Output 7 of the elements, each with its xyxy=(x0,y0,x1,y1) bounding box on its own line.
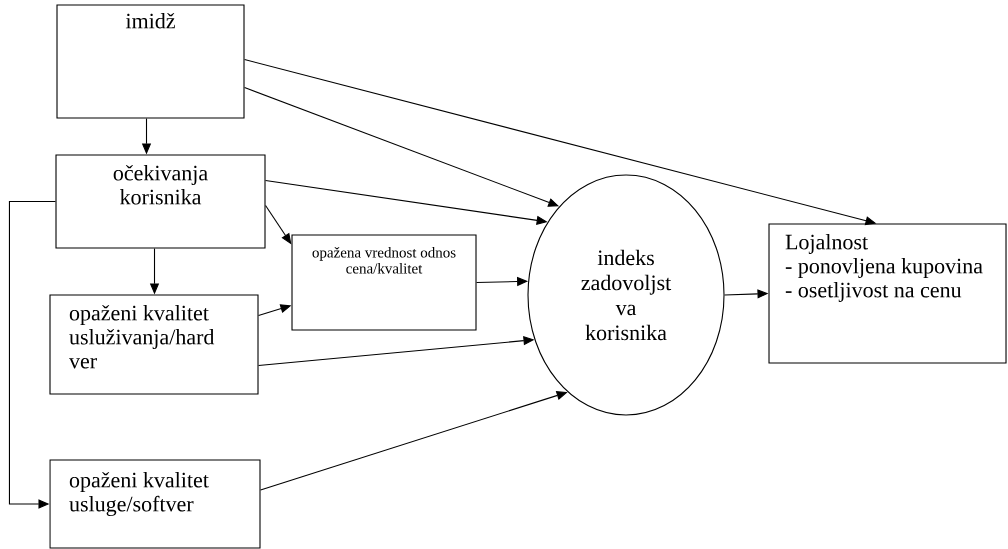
process-box: očekivanja korisnika xyxy=(55,154,266,249)
process-box: opaženi kvalitet usluživanja/hard ver xyxy=(49,294,259,395)
process-box: imidž xyxy=(56,4,245,119)
process-box: opaženi kvalitet usluge/softver xyxy=(49,459,261,549)
process-box: opažena vrednost odnos cena/kvalitet xyxy=(291,234,477,331)
process-box: Lojalnost - ponovljena kupovina - osetljivost na cenu xyxy=(768,223,1007,364)
arrow xyxy=(8,200,56,509)
